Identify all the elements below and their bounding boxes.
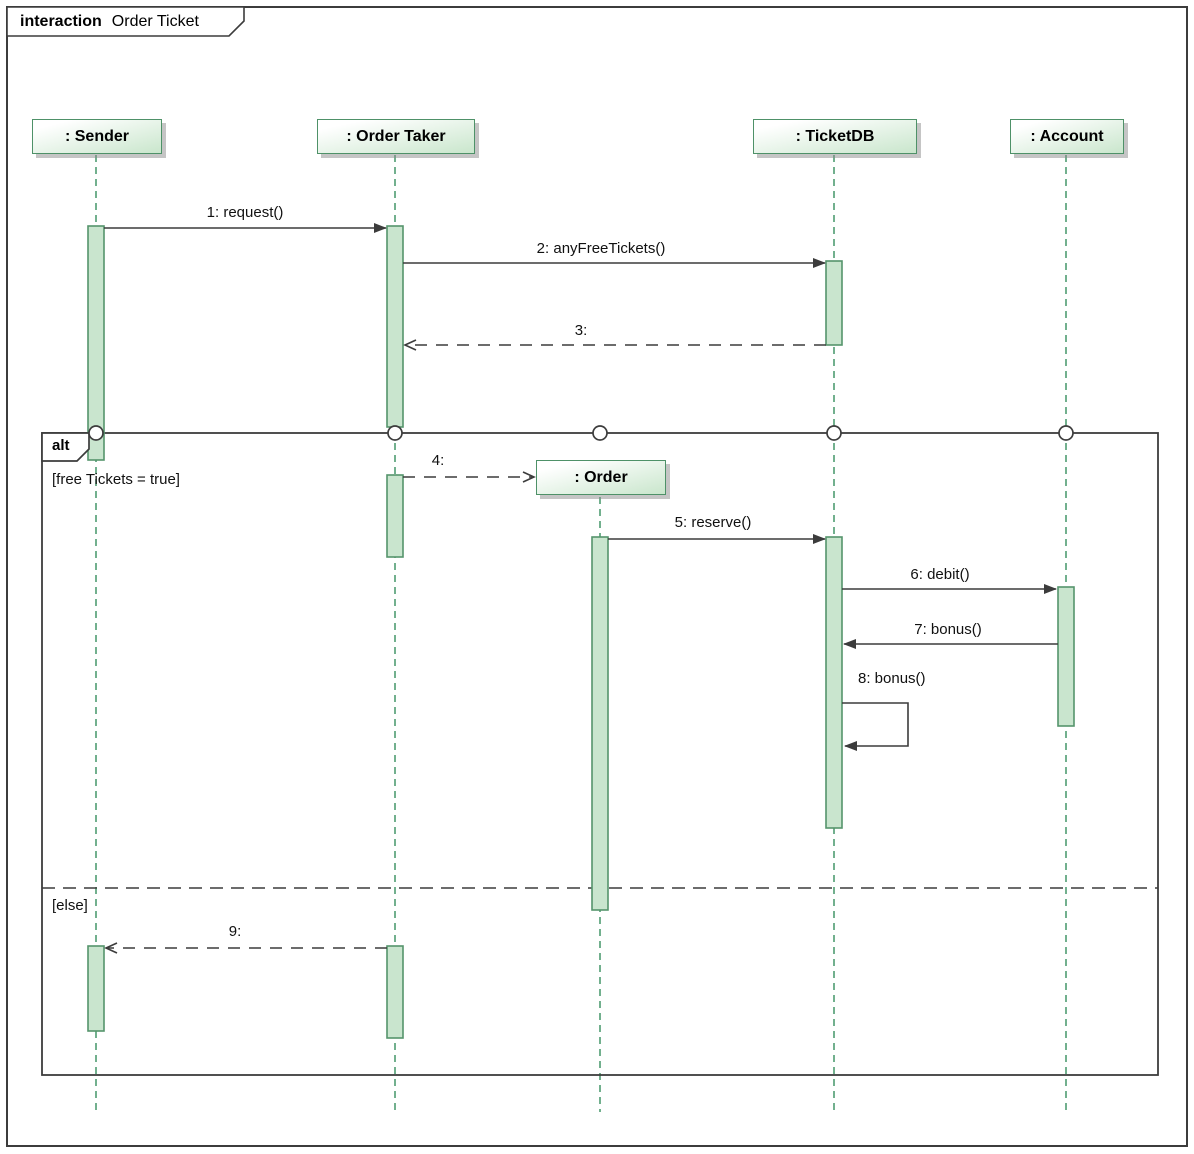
junction-circle-ticketdb [826, 425, 842, 441]
alt-guard-true: [free Tickets = true] [52, 471, 180, 488]
activations [87, 225, 1075, 1039]
message-6-label: 6: debit() [910, 566, 970, 583]
junction-circle-order [592, 425, 608, 441]
activation-order-taker-3 [386, 945, 404, 1039]
lifeline-head-order-taker: : Order Taker [317, 119, 475, 154]
junction-circle-account [1058, 425, 1074, 441]
message-9-label: 9: [228, 923, 242, 940]
activation-sender-1 [87, 225, 105, 461]
activation-order [591, 536, 609, 911]
lifeline-head-ticketdb: : TicketDB [753, 119, 917, 154]
diagram-title-keyword: interaction [20, 12, 102, 30]
diagram-frame [6, 6, 1188, 1147]
message-8-self-bonus-path [842, 702, 909, 751]
lifeline-head-sender: : Sender [32, 119, 162, 154]
lifeline-head-order-taker-label: : Order Taker [346, 127, 446, 145]
message-4-label: 4: [431, 452, 445, 469]
lifeline-head-ticketdb-label: : TicketDB [795, 127, 875, 145]
activation-order-taker-2 [386, 474, 404, 558]
lifeline-head-account-label: : Account [1030, 127, 1104, 145]
diagram-title-name: Order Ticket [111, 12, 199, 30]
message-7-label: 7: bonus() [914, 621, 982, 638]
activation-ticketdb-2 [825, 536, 843, 829]
lifeline-head-sender-label: : Sender [64, 127, 129, 145]
activation-order-taker-1 [386, 225, 404, 428]
lifeline-head-account: : Account [1010, 119, 1124, 154]
message-5-label: 5: reserve() [674, 514, 752, 531]
alt-operator-pentagon [41, 432, 90, 462]
junction-circle-order-taker [387, 425, 403, 441]
activation-sender-2 [87, 945, 105, 1032]
message-1-label: 1: request() [206, 204, 284, 221]
activation-ticketdb-1 [825, 260, 843, 346]
message-3-label: 3: [574, 322, 588, 339]
diagram-title: interaction Order Ticket [7, 7, 199, 36]
alt-guard-else: [else] [52, 897, 88, 914]
diagram-title-tab [6, 6, 245, 37]
message-8-label: 8: bonus() [858, 670, 926, 687]
alt-operator-label: alt [52, 437, 70, 454]
messages [104, 223, 1058, 954]
lifeline-head-order-label: : Order [574, 468, 628, 486]
junction-circle-sender [88, 425, 104, 441]
activation-account [1057, 586, 1075, 727]
lifeline-head-order: : Order [536, 460, 666, 495]
message-2-label: 2: anyFreeTickets() [536, 240, 666, 257]
fragment-junction-circles [88, 425, 1074, 441]
